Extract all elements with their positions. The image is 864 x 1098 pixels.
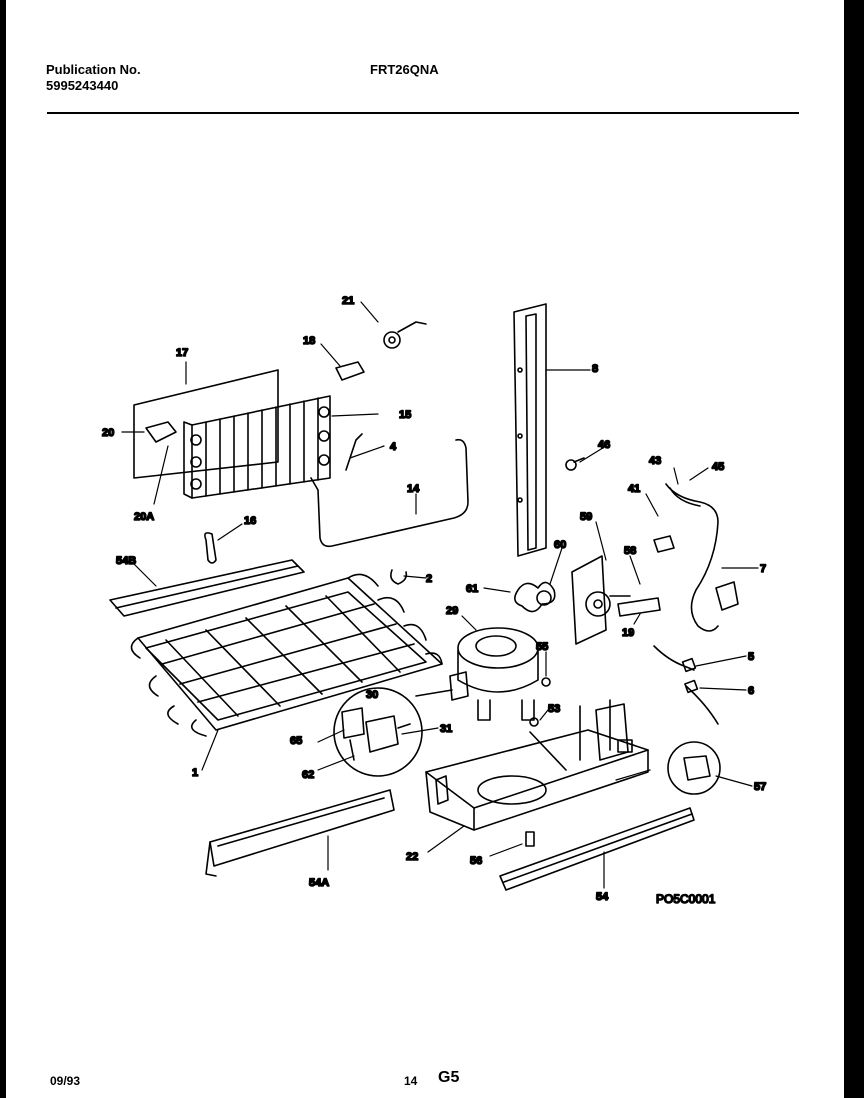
- callout-59: 59: [580, 511, 592, 523]
- footer-section: G5: [438, 1069, 460, 1086]
- callout-53: 53: [548, 703, 560, 715]
- callout-54A: 54A: [309, 877, 329, 889]
- callout-leaders: [121, 301, 759, 889]
- callout-29: 29: [446, 605, 458, 617]
- callout-56: 56: [470, 855, 482, 867]
- callout-43: 43: [649, 455, 661, 467]
- callout-20A: 20A: [134, 511, 154, 523]
- part-18-drawing: [335, 361, 365, 381]
- callout-62: 62: [302, 769, 314, 781]
- callout-30: 30: [366, 689, 378, 701]
- callout-16: 16: [244, 515, 256, 527]
- callout-55: 55: [536, 641, 548, 653]
- part-46-drawing: [565, 457, 585, 471]
- callout-41: 41: [628, 483, 640, 495]
- callout-60: 60: [554, 539, 566, 551]
- compressor-drawing: [449, 627, 551, 727]
- publication-number: 5995243440: [46, 78, 119, 93]
- footer-page-number: 14: [404, 1074, 418, 1088]
- callout-17: 17: [176, 347, 188, 359]
- callout-4: 4: [390, 441, 397, 453]
- part-56-drawing: [525, 831, 535, 847]
- callout-22: 22: [406, 851, 418, 863]
- base-pan-drawing: [425, 699, 649, 831]
- callout-21: 21: [342, 295, 354, 307]
- diagram-code: PO5C0001: [656, 892, 716, 906]
- exploded-parts-diagram: 21 18 17 15 20 4 20A 14 16 8 46 43 45 41…: [101, 294, 767, 907]
- part-16-drawing: [204, 532, 217, 564]
- callout-45: 45: [712, 461, 724, 473]
- callout-61: 61: [466, 583, 478, 595]
- callout-15: 15: [399, 409, 411, 421]
- callout-54: 54: [596, 891, 609, 903]
- callout-18: 18: [303, 335, 315, 347]
- evaporator-drawing: [133, 369, 363, 499]
- callout-58: 58: [624, 545, 636, 557]
- condenser-drawing: [130, 573, 443, 737]
- part-2-drawing: [390, 569, 408, 585]
- header-rule: [47, 112, 799, 114]
- fan-assembly-drawing: [514, 555, 631, 645]
- callout-57: 57: [754, 781, 766, 793]
- relay-detail-drawing: [333, 687, 453, 777]
- callout-14: 14: [407, 483, 420, 495]
- part-19-drawing: [617, 597, 661, 617]
- callout-1: 1: [192, 767, 198, 779]
- footer-date: 09/93: [50, 1074, 81, 1088]
- page-sheet: Publication No. 5995243440 FRT26QNA: [6, 0, 844, 1098]
- callout-8: 8: [592, 363, 598, 375]
- model-number: FRT26QNA: [370, 62, 439, 77]
- callout-2: 2: [426, 573, 432, 585]
- callout-20: 20: [102, 427, 114, 439]
- wire-drawing: [653, 645, 719, 725]
- callout-65: 65: [290, 735, 302, 747]
- part-57-detail-drawing: [667, 741, 721, 795]
- publication-label: Publication No.: [46, 62, 141, 77]
- part-14-drawing: [310, 438, 469, 548]
- callout-31: 31: [440, 723, 452, 735]
- bracket-54B-drawing: [109, 559, 305, 617]
- part-8-drawing: [513, 303, 547, 557]
- callout-46: 46: [598, 439, 610, 451]
- callout-19: 19: [622, 627, 634, 639]
- callout-6: 6: [748, 685, 754, 697]
- callout-7: 7: [760, 563, 766, 575]
- bracket-54-drawing: [499, 807, 695, 891]
- part-21-drawing: [383, 321, 427, 349]
- bracket-54A-drawing: [205, 789, 395, 877]
- power-cord-drawing: [653, 483, 739, 632]
- callout-5: 5: [748, 651, 754, 663]
- callout-54B: 54B: [116, 555, 136, 567]
